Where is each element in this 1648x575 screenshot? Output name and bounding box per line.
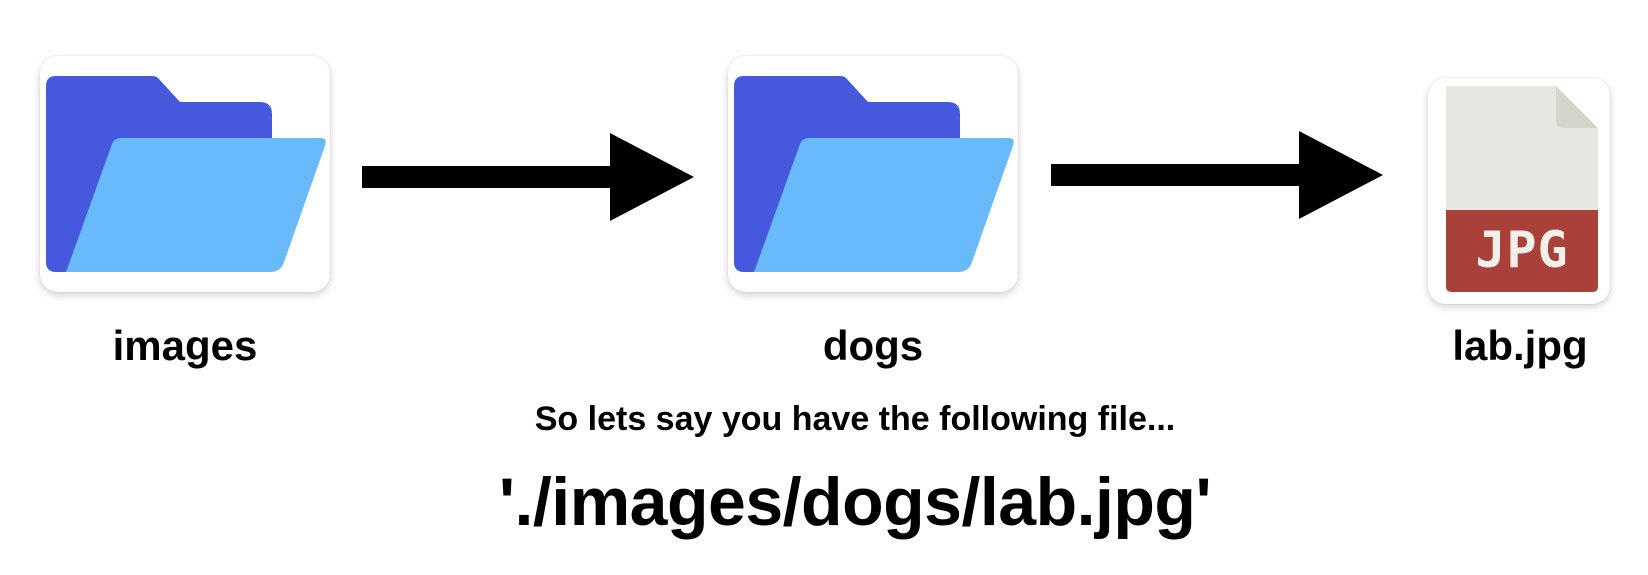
folder-label-dogs: dogs <box>822 322 924 369</box>
jpg-badge-text: JPG <box>1475 221 1568 279</box>
jpg-file-icon: JPG <box>1446 86 1598 292</box>
file-label-lab-jpg: lab.jpg <box>1452 322 1588 369</box>
arrow-right-icon <box>362 133 694 221</box>
jpg-file-tile[interactable]: JPG <box>1428 78 1610 304</box>
caption-text: So lets say you have the following file.… <box>534 400 1176 438</box>
folder-icon <box>734 76 1014 272</box>
dogs-folder-tile[interactable] <box>728 56 1018 292</box>
folder-icon <box>46 76 326 272</box>
images-folder-tile[interactable] <box>40 56 330 292</box>
arrow-right-icon <box>1051 131 1383 219</box>
folder-label-images: images <box>112 322 258 369</box>
file-path-text: './images/dogs/lab.jpg' <box>498 464 1212 540</box>
